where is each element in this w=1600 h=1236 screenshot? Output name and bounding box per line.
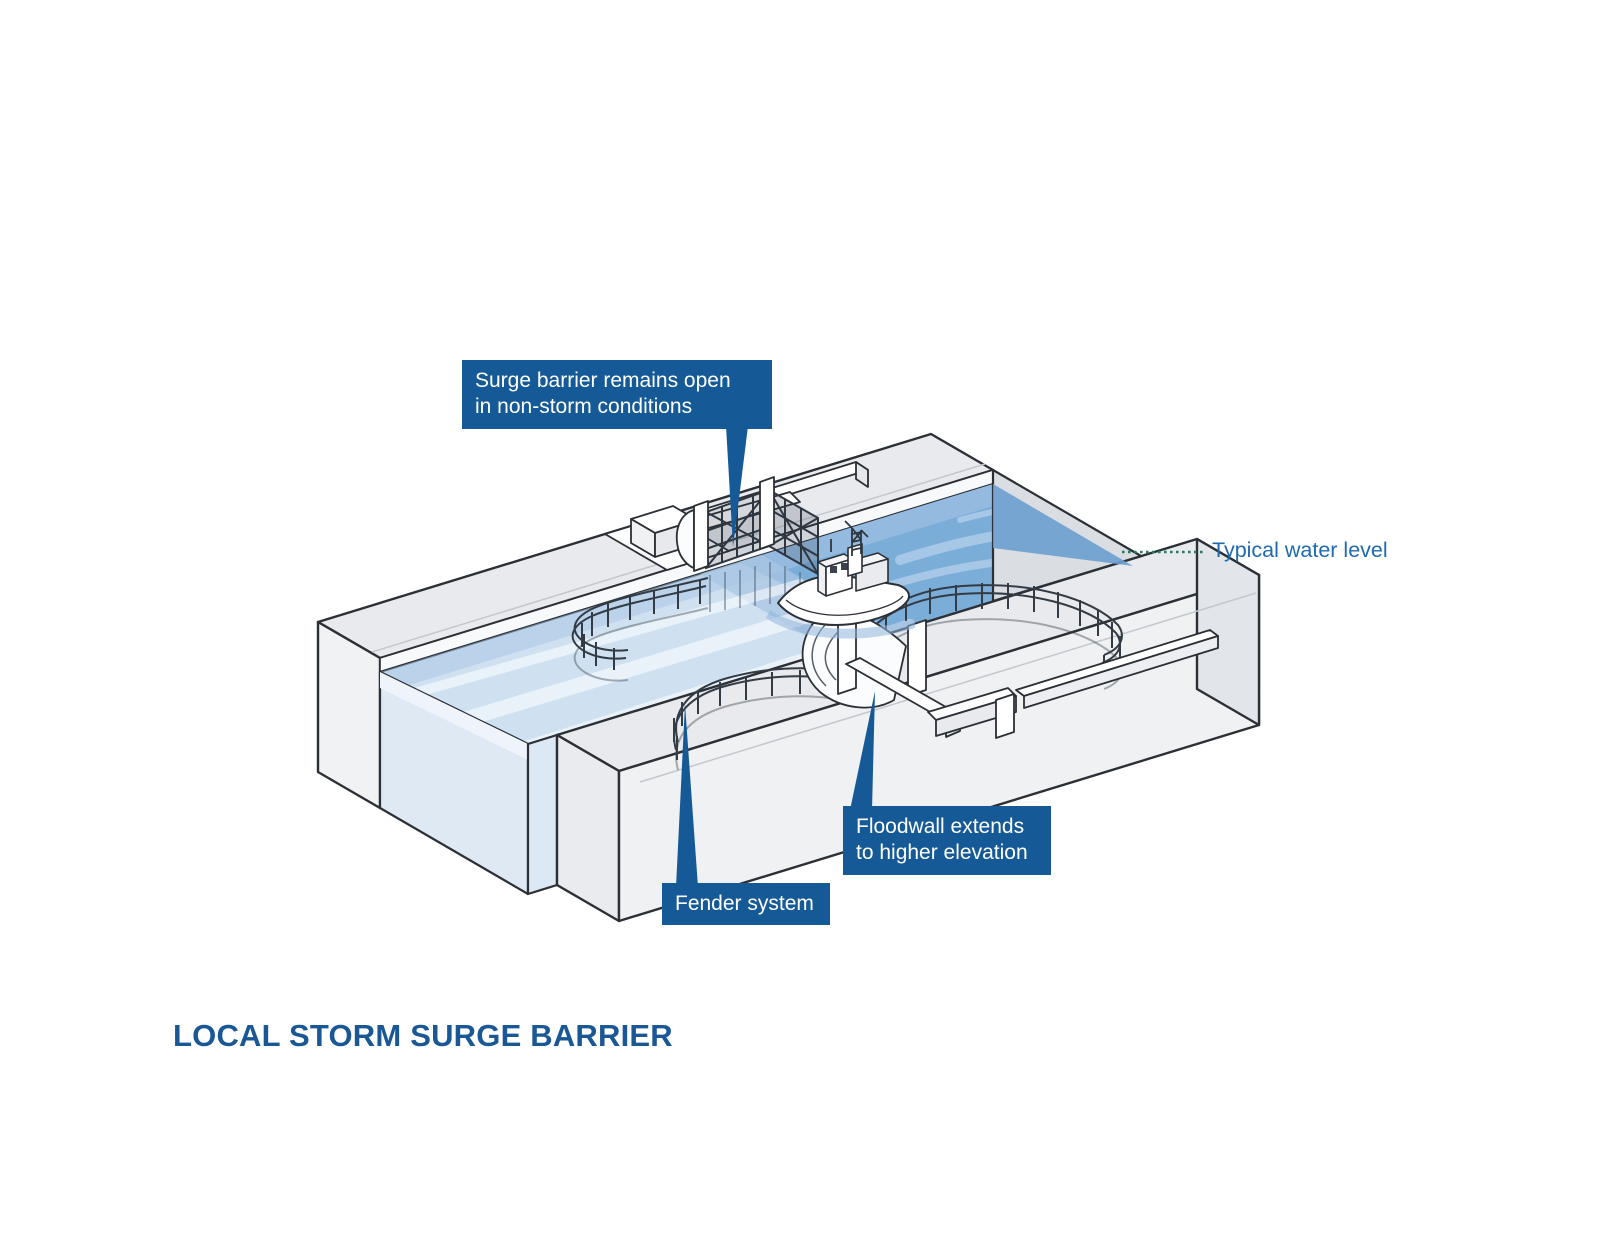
callout-surge-barrier-line2: in non-storm conditions xyxy=(475,395,693,419)
callout-fender-system-label: Fender system xyxy=(675,892,814,915)
diagram-title: LOCAL STORM SURGE BARRIER xyxy=(173,1018,673,1053)
callout-floodwall-line1: Floodwall extends xyxy=(856,815,1025,838)
tugboat xyxy=(766,520,915,639)
callout-surge-barrier: Surge barrier remains open in non-storm … xyxy=(462,360,772,429)
floodwall-strip-near xyxy=(1015,629,1219,709)
leader-lines xyxy=(676,426,1204,887)
callout-surge-barrier-line1: Surge barrier remains open xyxy=(475,369,731,392)
callout-floodwall-line2: to higher elevation xyxy=(856,841,1028,865)
callout-floodwall: Floodwall extends to higher elevation xyxy=(843,806,1051,875)
floodwall-t-wall xyxy=(845,657,1017,739)
leader-line-surge-barrier xyxy=(726,426,748,547)
basin-end-face xyxy=(991,468,1143,603)
fender-system-left xyxy=(571,577,709,682)
boat-crane-mast xyxy=(830,520,869,556)
callout-fender-system: Fender system xyxy=(662,883,830,926)
leader-line-fender xyxy=(676,704,698,887)
typical-water-level-label: Typical water level xyxy=(1212,538,1388,562)
leader-line-floodwall xyxy=(850,691,875,810)
